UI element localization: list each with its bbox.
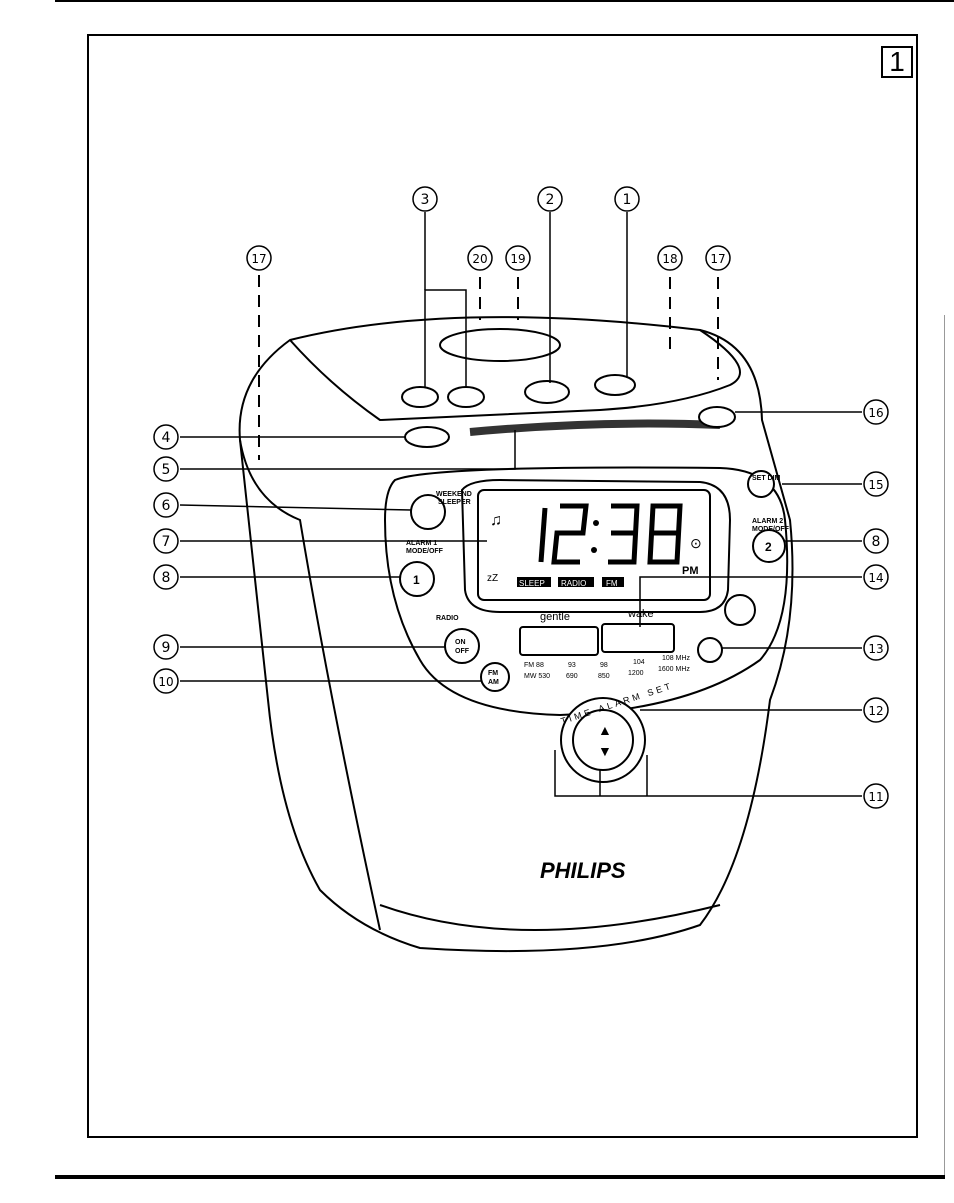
callout-2: 2	[546, 192, 555, 208]
mw-scale-0: MW 530	[524, 673, 550, 680]
right-rule	[944, 315, 945, 1177]
alarm1-mode-label: MODE/OFF	[406, 548, 444, 555]
callout-10: 10	[158, 675, 173, 689]
leader-lines	[179, 212, 862, 797]
colon-dot-top	[593, 520, 599, 526]
callout-circles	[153, 186, 889, 809]
time-alarm-knob[interactable]	[572, 709, 634, 771]
callout-8-right: 8	[872, 534, 881, 550]
top-button-search[interactable]	[447, 386, 485, 408]
callout-8-left: 8	[162, 570, 171, 586]
alarm2-number: 2	[765, 540, 772, 554]
callout-11: 11	[868, 790, 883, 804]
volume-button[interactable]	[724, 594, 756, 626]
front-panel	[383, 466, 789, 717]
top-button-play-pause[interactable]	[524, 380, 570, 404]
device-left-side	[239, 439, 381, 931]
callout-19: 19	[510, 252, 525, 266]
top-button-sleep[interactable]	[404, 426, 450, 448]
top-button-prev[interactable]	[401, 386, 439, 408]
mw-scale-3: 1200	[628, 670, 644, 677]
alarm2-button[interactable]	[752, 529, 786, 563]
callout-3: 3	[421, 192, 430, 208]
figure-number: 1	[881, 46, 913, 78]
callout-17-left: 17	[251, 252, 266, 266]
callout-9: 9	[162, 640, 171, 656]
callout-1: 1	[623, 192, 632, 208]
gentle-slider[interactable]	[519, 626, 599, 656]
bottom-rule	[55, 1175, 945, 1179]
set-dim-button[interactable]	[747, 470, 775, 498]
fm-scale-3: 104	[633, 659, 645, 666]
am-btn-label: AM	[488, 679, 499, 686]
radio-label: RADIO	[436, 615, 459, 622]
down-arrow-icon: ▼	[598, 743, 612, 759]
callout-20: 20	[472, 252, 487, 266]
fm-scale-2: 98	[600, 662, 608, 669]
colon-dot-bottom	[591, 547, 597, 553]
tuning-button[interactable]	[697, 637, 723, 663]
fm-scale-0: FM 88	[524, 662, 544, 669]
callout-5: 5	[162, 462, 171, 478]
alarm2-mode-label: MODE/OFF	[752, 526, 790, 533]
callout-18: 18	[662, 252, 677, 266]
mw-scale-2: 850	[598, 673, 610, 680]
pm-indicator: PM	[682, 565, 699, 577]
weekend-sleeper-button[interactable]	[410, 494, 446, 530]
fm-am-button[interactable]	[480, 662, 510, 692]
top-sticker	[439, 328, 561, 362]
alarm-dot-icon: ⊙	[690, 535, 702, 551]
music-note-icon: ♫	[490, 512, 502, 529]
display-bezel	[460, 478, 732, 613]
base-lip	[379, 904, 721, 931]
alarm2-label: ALARM 2	[752, 518, 783, 525]
callout-14: 14	[868, 571, 883, 585]
brand-logo: PHILIPS	[540, 858, 626, 883]
callout-6: 6	[162, 498, 171, 514]
on-label: ON	[455, 639, 466, 646]
lcd-screen	[477, 489, 711, 601]
fm-indicator: FM	[606, 579, 618, 588]
fm-btn-label: FM	[488, 670, 498, 677]
callout-4: 4	[162, 430, 171, 446]
zz-indicator: zZ	[487, 573, 498, 584]
top-button-right[interactable]	[698, 406, 736, 428]
up-arrow-icon: ▲	[598, 722, 612, 738]
callout-13: 13	[868, 642, 883, 656]
alarm1-label: ALARM 1	[406, 540, 437, 547]
figure-frame	[87, 34, 918, 1138]
sleep-indicator: SLEEP	[519, 579, 545, 588]
callout-12: 12	[868, 704, 883, 718]
fm-scale-4: 108 MHz	[662, 655, 691, 662]
snooze-bar	[469, 419, 721, 436]
radio-indicator: RADIO	[561, 579, 586, 588]
callout-17-right: 17	[710, 252, 725, 266]
lcd-digits	[538, 503, 683, 565]
sleeper-label: SLEEPER	[438, 499, 471, 506]
weekend-label: WEEKEND	[436, 491, 472, 498]
gentle-label: gentle	[540, 611, 570, 623]
callout-16: 16	[868, 406, 883, 420]
callout-15: 15	[868, 478, 883, 492]
fm-scale-1: 93	[568, 662, 576, 669]
mw-scale-1: 690	[566, 673, 578, 680]
device-top	[289, 329, 741, 422]
set-dim-label: SET DIM	[752, 475, 781, 482]
dashed-leaders	[258, 275, 719, 460]
alarm1-number: 1	[413, 573, 420, 587]
top-button-stop[interactable]	[594, 374, 636, 396]
on-off-button[interactable]	[444, 628, 480, 664]
off-label: OFF	[455, 648, 470, 655]
callout-7: 7	[162, 534, 171, 550]
alarm1-button[interactable]	[399, 561, 435, 597]
wake-slider[interactable]	[601, 623, 675, 653]
device-body	[238, 316, 794, 953]
top-rule	[55, 0, 954, 2]
mw-scale-4: 1600 MHz	[658, 666, 690, 673]
